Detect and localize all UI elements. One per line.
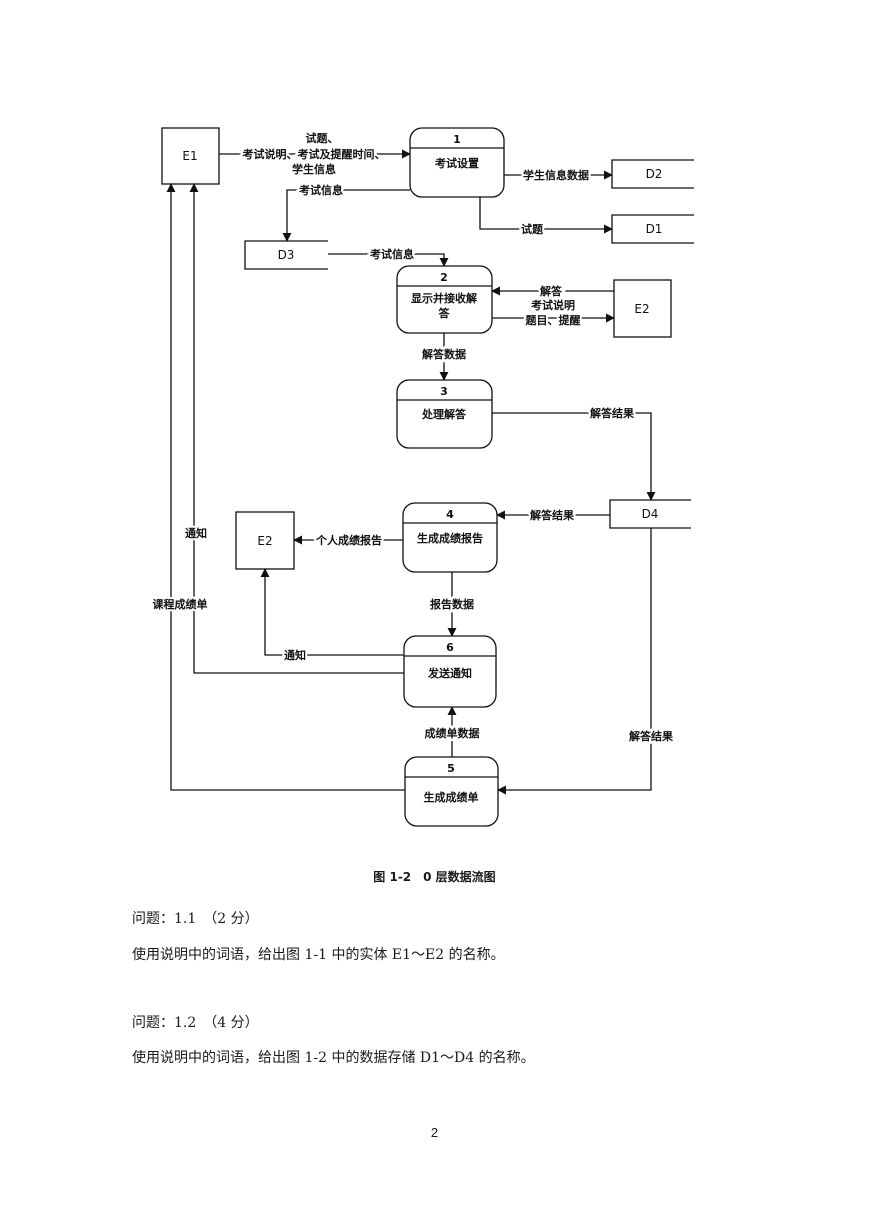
svg-text:通知: 通知 — [284, 648, 306, 662]
svg-text:课程成绩单: 课程成绩单 — [153, 597, 208, 611]
svg-text:E1: E1 — [182, 149, 197, 163]
svg-text:E2: E2 — [634, 302, 649, 316]
flow-p1-to-d2: 学生信息数据 — [504, 166, 613, 184]
question-2-title: 问题：1.2 （4 分） — [132, 1015, 259, 1031]
process-6: 6 发送通知 — [403, 635, 497, 708]
svg-text:5: 5 — [447, 762, 455, 775]
svg-text:考试设置: 考试设置 — [435, 156, 479, 170]
svg-text:处理解答: 处理解答 — [421, 407, 467, 421]
svg-text:生成成绩单: 生成成绩单 — [424, 790, 479, 804]
svg-text:题目、提醒: 题目、提醒 — [526, 313, 581, 327]
flow-d4-to-p5: 解答结果 — [497, 528, 676, 795]
datastore-d4: D4 — [609, 499, 691, 529]
question-1-title: 问题：1.1 （2 分） — [132, 911, 259, 927]
flow-p2-to-e2: 考试说明 题目、提醒 — [492, 298, 615, 329]
entity-e2-right: E2 — [613, 279, 672, 338]
figure-caption: 图 1-2 0 层数据流图 — [373, 870, 496, 884]
svg-text:解答结果: 解答结果 — [530, 508, 574, 522]
svg-text:报告数据: 报告数据 — [430, 597, 474, 611]
question-1-text: 使用说明中的词语，给出图 1-1 中的实体 E1～E2 的名称。 — [132, 947, 505, 963]
process-4: 4 生成成绩报告 — [402, 502, 498, 573]
svg-text:D2: D2 — [646, 167, 663, 181]
svg-text:D4: D4 — [642, 507, 659, 521]
flow-p1-to-d1: 试题 — [479, 197, 613, 238]
svg-text:考试信息: 考试信息 — [299, 183, 343, 197]
svg-text:试题: 试题 — [521, 222, 544, 236]
datastore-d2: D2 — [611, 159, 694, 189]
process-1: 1 考试设置 — [409, 127, 505, 198]
entity-e1: E1 — [161, 127, 220, 185]
svg-text:6: 6 — [446, 641, 454, 654]
flow-p4-to-p6: 报告数据 — [428, 572, 477, 637]
svg-text:考试说明: 考试说明 — [531, 298, 575, 312]
svg-text:学生信息: 学生信息 — [292, 162, 336, 176]
datastore-d1: D1 — [611, 214, 694, 244]
flow-p4-to-e2: 个人成绩报告 — [293, 531, 403, 549]
flow-p5-to-e1: 课程成绩单 — [151, 183, 405, 791]
svg-text:D3: D3 — [278, 248, 295, 262]
svg-text:显示并接收解: 显示并接收解 — [411, 291, 477, 305]
flow-p5-to-p6: 成绩单数据 — [422, 706, 482, 757]
question-2-text: 使用说明中的词语，给出图 1-2 中的数据存储 D1～D4 的名称。 — [132, 1050, 535, 1066]
entity-e2-left: E2 — [235, 511, 295, 570]
svg-text:解答结果: 解答结果 — [590, 406, 634, 420]
svg-text:D1: D1 — [646, 222, 663, 236]
flow-e1-to-p1: 试题、 考试说明、考试及提醒时间、 学生信息 — [219, 131, 411, 176]
datastore-d3: D3 — [244, 240, 328, 270]
process-5: 5 生成成绩单 — [404, 756, 499, 827]
svg-text:解答数据: 解答数据 — [422, 347, 466, 361]
flow-p3-to-d4: 解答结果 — [492, 404, 656, 501]
flow-p6-to-e1: 通知 — [183, 183, 404, 674]
svg-text:试题、: 试题、 — [306, 131, 339, 145]
flow-p2-to-p3: 解答数据 — [420, 333, 469, 381]
flow-d3-to-p2: 考试信息 — [328, 245, 449, 267]
svg-text:4: 4 — [446, 508, 454, 521]
process-2: 2 显示并接收解 答 — [396, 265, 493, 334]
flow-p6-to-e2: 通知 — [260, 568, 404, 664]
svg-text:3: 3 — [440, 385, 448, 398]
data-flow-diagram: E1 E2 E2 D2 D1 D3 D4 1 考试设置 2 显示并接收解 答 — [151, 127, 694, 827]
svg-text:2: 2 — [440, 271, 448, 284]
svg-text:解答结果: 解答结果 — [629, 729, 673, 743]
flow-d4-to-p4: 解答结果 — [496, 506, 610, 524]
svg-text:生成成绩报告: 生成成绩报告 — [417, 531, 483, 545]
svg-text:个人成绩报告: 个人成绩报告 — [315, 533, 382, 547]
flow-p1-to-d3: 考试信息 — [282, 181, 410, 242]
svg-text:学生信息数据: 学生信息数据 — [523, 168, 589, 182]
flow-e2-to-p2: 解答 — [491, 282, 614, 300]
svg-text:成绩单数据: 成绩单数据 — [425, 726, 480, 740]
svg-text:1: 1 — [453, 133, 461, 146]
svg-text:发送通知: 发送通知 — [427, 666, 472, 680]
svg-text:E2: E2 — [257, 534, 272, 548]
svg-text:解答: 解答 — [540, 284, 563, 298]
svg-text:答: 答 — [439, 306, 451, 320]
page-number: 2 — [430, 1125, 439, 1140]
svg-text:通知: 通知 — [185, 526, 207, 540]
svg-text:考试说明、考试及提醒时间、: 考试说明、考试及提醒时间、 — [243, 147, 386, 161]
svg-text:考试信息: 考试信息 — [370, 247, 414, 261]
process-3: 3 处理解答 — [396, 379, 493, 449]
